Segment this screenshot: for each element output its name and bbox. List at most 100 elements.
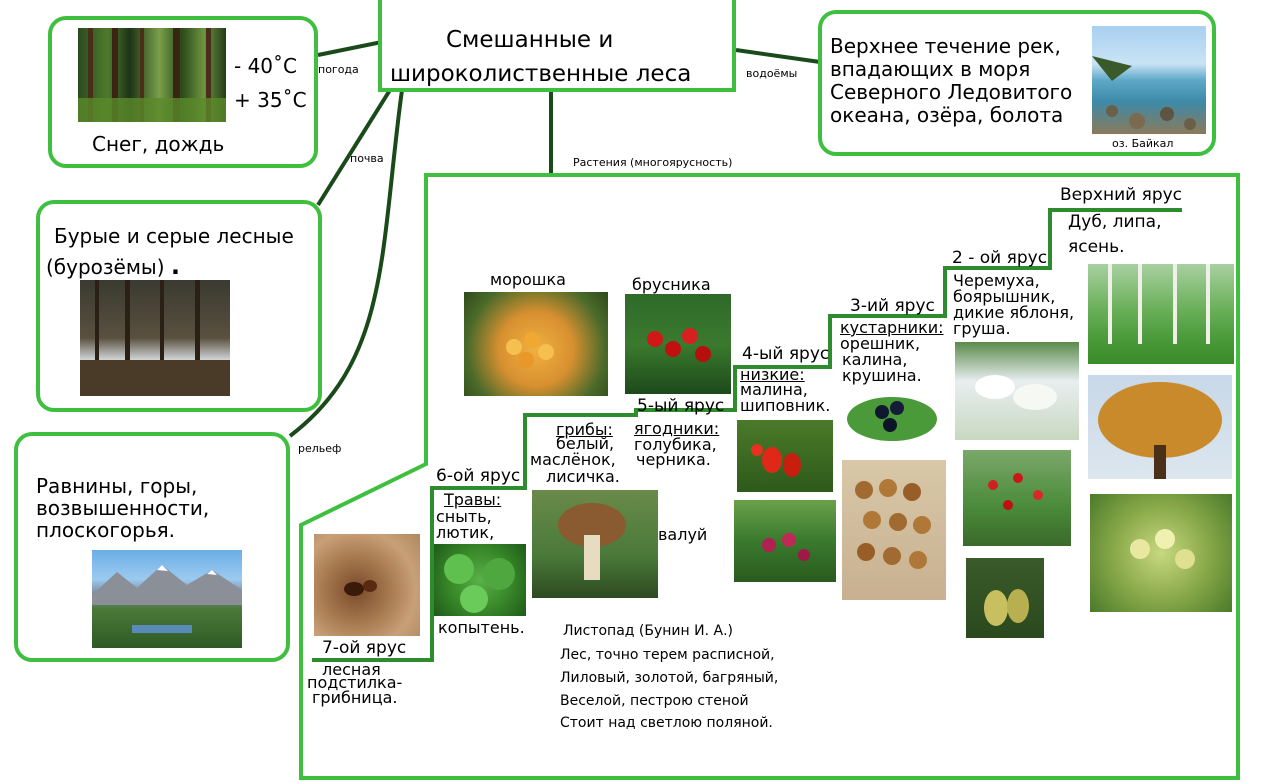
tier7-label: 7-ой ярус [322, 638, 407, 658]
mushroom-photo [532, 490, 658, 598]
mushrooms-line2: маслёнок, [530, 450, 616, 469]
soil-connector [316, 88, 392, 207]
tier1-line1: Дуб, липа, [1068, 212, 1162, 232]
leaves-icon [444, 554, 515, 613]
water-text-1: Верхнее течение рек, [830, 34, 1061, 58]
tier6-label: 6-ой ярус [436, 466, 521, 486]
birch-grove-photo [1088, 264, 1234, 364]
tier3-line3: крушина. [842, 366, 922, 385]
soil-trees-icon [80, 280, 230, 396]
oak-tree-photo [1088, 375, 1232, 479]
poem-line1: Лес, точно терем расписной, [560, 647, 775, 663]
weather-precip: Снег, дождь [92, 132, 225, 156]
tier3-line1: орешник, [840, 334, 921, 353]
water-text-3: Северного Ледовитого [830, 80, 1073, 104]
tier2-label: 2 - ой ярус [952, 248, 1048, 268]
poem-line3: Веселой, пестрою стеной [560, 693, 749, 709]
soil-line2-text: (бурозёмы) [46, 255, 165, 279]
raspberry-photo [734, 500, 836, 582]
relief-link-label: рельеф [298, 442, 342, 455]
tier4-head: низкие: [740, 365, 805, 384]
rosehips-icon [751, 444, 801, 477]
hazelnut-photo [842, 460, 946, 600]
birches-icon [1108, 264, 1210, 344]
water-text-2: впадающих в моря [830, 57, 1031, 81]
tier6-extra: копытень. [438, 618, 525, 637]
mushrooms-line1: белый, [556, 434, 615, 453]
mushrooms-head: грибы: [556, 420, 613, 439]
tier6-line1: сныть, [436, 507, 492, 526]
poem-line2: Лиловый, золотой, багряный, [560, 670, 779, 686]
tier3-head: кустарники: [840, 318, 944, 337]
relief-connector [288, 89, 404, 438]
cloudberry-photo [464, 292, 608, 396]
tier7-line3: грибница. [312, 688, 398, 707]
rosehip-photo [737, 420, 833, 492]
tier7-line2: подстилка- [307, 673, 403, 692]
lingonberry-photo [625, 294, 731, 394]
mountain-peaks-icon [92, 565, 242, 633]
oak-icon [1098, 382, 1222, 479]
forest-floor-photo [314, 534, 420, 636]
hazelnuts-icon [855, 479, 931, 569]
tier6-line2: лютик, [436, 523, 495, 542]
tier4-label: 4-ый ярус [742, 344, 830, 364]
tier4-line2: шиповник. [740, 396, 831, 415]
mushrooms-line3: лисичка. [546, 467, 620, 486]
buckthorn-berries-photo [842, 390, 942, 448]
tier2-line3: дикие яблоня, [953, 303, 1075, 322]
tier7-line1: лесная [322, 660, 381, 679]
water-connector [735, 48, 821, 64]
pine-forest-photo [78, 28, 226, 122]
poem-title: Листопад (Бунин И. А.) [563, 623, 733, 639]
tier1-label: Верхний ярус [1060, 185, 1183, 205]
relief-line2: возвышенности, [36, 496, 210, 520]
pine-trees-icon [78, 28, 226, 122]
soil-link-label: почва [350, 152, 384, 165]
cloudberry-label: морошка [490, 270, 566, 289]
pear-photo [966, 558, 1044, 638]
water-text-4: океана, озёра, болота [830, 103, 1064, 127]
relief-line3: плоскогорья. [36, 518, 176, 542]
apples-icon [988, 473, 1043, 510]
buckthorn-icon [847, 397, 937, 441]
apple-tree-photo [963, 450, 1071, 546]
raspberries-icon [762, 533, 810, 561]
tier4-line1: малина, [740, 380, 808, 399]
soil-line2-dot: . [170, 252, 181, 280]
poem-line4: Стоит над светлою поляной. [560, 715, 773, 731]
weather-temp-high: + 35˚С [234, 88, 307, 112]
tier2-line4: груша. [953, 319, 1011, 338]
relief-box: Равнины, горы, возвышенности, плоскогорь… [14, 432, 290, 662]
linden-photo [1090, 494, 1232, 612]
lingonberry-label: брусника [632, 275, 711, 294]
tier2-line2: боярышник, [953, 287, 1056, 306]
lingonberries-icon [647, 328, 711, 362]
soil-box: Бурые и серые лесные (бурозёмы) . [36, 200, 322, 412]
mushrooms-extra: валуй [658, 525, 708, 544]
ant-icon [344, 580, 377, 596]
tier3-line2: калина, [842, 350, 908, 369]
title-box: Смешанные и широколиственные леса [378, 0, 736, 92]
bird-cherry-photo [955, 342, 1079, 440]
mountains-photo [92, 550, 242, 648]
tier6-head: Травы: [444, 490, 502, 509]
tier1-line2: ясень. [1068, 237, 1125, 257]
relief-line1: Равнины, горы, [36, 474, 198, 498]
tier5-line1: голубика, [634, 435, 717, 454]
title-line1: Смешанные и [446, 27, 614, 53]
plants-link-label: Растения (многоярусность) [573, 156, 733, 169]
water-link-label: водоёмы [746, 67, 798, 80]
weather-link-label: погода [318, 63, 359, 76]
soil-line2: (бурозёмы) . [46, 252, 181, 280]
cloudberries-icon [506, 332, 554, 368]
tier2-line1: Черемуха, [953, 271, 1040, 290]
linden-blossom-icon [1130, 529, 1195, 569]
water-box: Верхнее течение рек, впадающих в моря Се… [818, 10, 1216, 156]
herbs-photo [434, 544, 526, 616]
tier5-label: 5-ый ярус [637, 396, 725, 416]
mushroom-icon [558, 503, 626, 580]
soil-forest-photo [80, 280, 230, 396]
lake-stones-icon [1092, 56, 1196, 130]
